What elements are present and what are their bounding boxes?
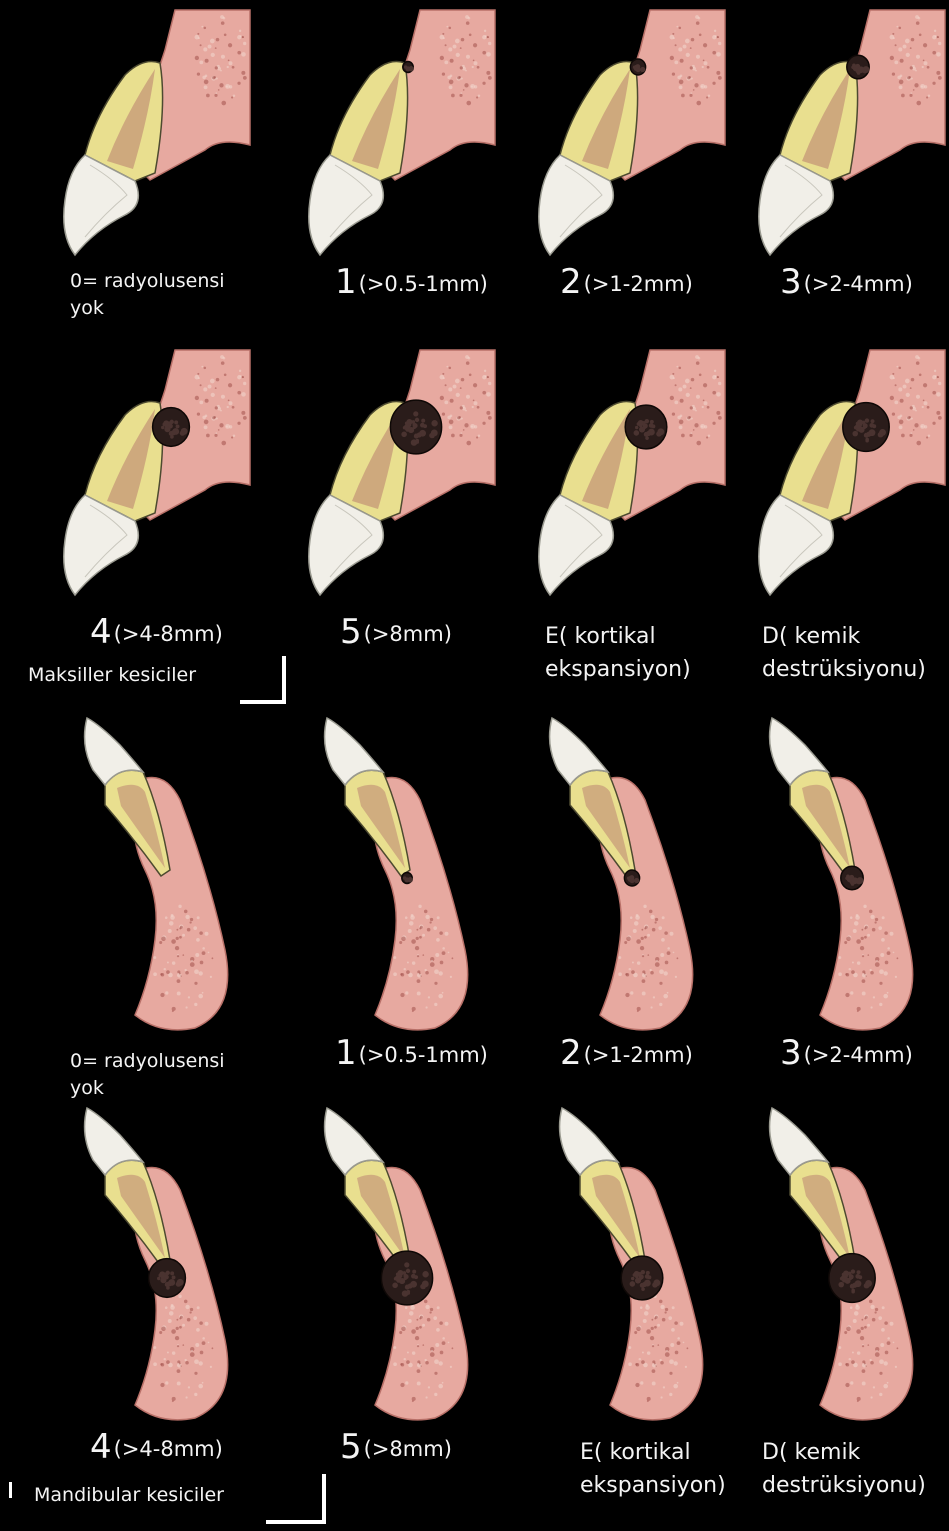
man-label-3: 3(>2-4mm) <box>780 1033 913 1073</box>
max-label-E: E( kortikal ekspansiyon) <box>545 620 725 686</box>
max-label-5: 5(>8mm) <box>340 612 452 652</box>
periapical-lesion <box>625 405 667 449</box>
max-label-3: 3(>2-4mm) <box>780 262 913 302</box>
max-panel-1 <box>300 5 500 265</box>
max-label-0: 0= radyolusensi yok <box>70 268 260 322</box>
max-corner-mark <box>240 656 286 704</box>
periapical-lesion <box>847 55 870 79</box>
periapical-lesion <box>149 1259 186 1298</box>
man-panel-5 <box>305 1100 505 1430</box>
man-label-D: D( kemik destrüksiyonu) <box>762 1436 942 1502</box>
man-corner-mark <box>266 1474 326 1524</box>
man-panel-4 <box>65 1100 265 1430</box>
max-panel-E <box>530 345 730 605</box>
man-label-4: 4(>4-8mm) <box>90 1427 223 1467</box>
max-label-2: 2(>1-2mm) <box>560 262 693 302</box>
periapical-lesion <box>153 408 190 447</box>
periapical-lesion <box>390 400 441 454</box>
left-edge-mark <box>9 1482 12 1498</box>
max-label-D: D( kemik destrüksiyonu) <box>762 620 942 686</box>
man-panel-D <box>750 1100 949 1430</box>
max-label-4: 4(>4-8mm) <box>90 612 223 652</box>
man-label-0: 0= radyolusensi yok <box>70 1048 260 1102</box>
man-panel-0 <box>65 710 265 1040</box>
max-panel-D <box>750 345 949 605</box>
man-panel-2 <box>530 710 730 1040</box>
periapical-lesion <box>621 1256 663 1300</box>
man-caption: Mandibular kesiciler <box>34 1484 224 1506</box>
periapical-lesion <box>403 62 414 73</box>
max-label-1: 1(>0.5-1mm) <box>335 262 488 302</box>
periapical-lesion <box>829 1254 875 1303</box>
man-label-E: E( kortikal ekspansiyon) <box>580 1436 750 1502</box>
man-label-5: 5(>8mm) <box>340 1427 452 1467</box>
max-caption: Maksiller kesiciler <box>28 664 196 686</box>
periapical-lesion <box>843 403 889 452</box>
man-label-1: 1(>0.5-1mm) <box>335 1033 488 1073</box>
man-panel-1 <box>305 710 505 1040</box>
man-label-2: 2(>1-2mm) <box>560 1033 693 1073</box>
max-panel-3 <box>750 5 949 265</box>
max-panel-4 <box>55 345 255 605</box>
periapical-lesion <box>381 1251 432 1305</box>
max-panel-0 <box>55 5 255 265</box>
periapical-lesion <box>624 870 639 886</box>
max-panel-5 <box>300 345 500 605</box>
man-panel-3 <box>750 710 949 1040</box>
periapical-lesion <box>630 59 645 75</box>
man-panel-E <box>540 1100 740 1430</box>
periapical-lesion <box>841 866 864 890</box>
periapical-lesion <box>402 873 413 884</box>
max-panel-2 <box>530 5 730 265</box>
